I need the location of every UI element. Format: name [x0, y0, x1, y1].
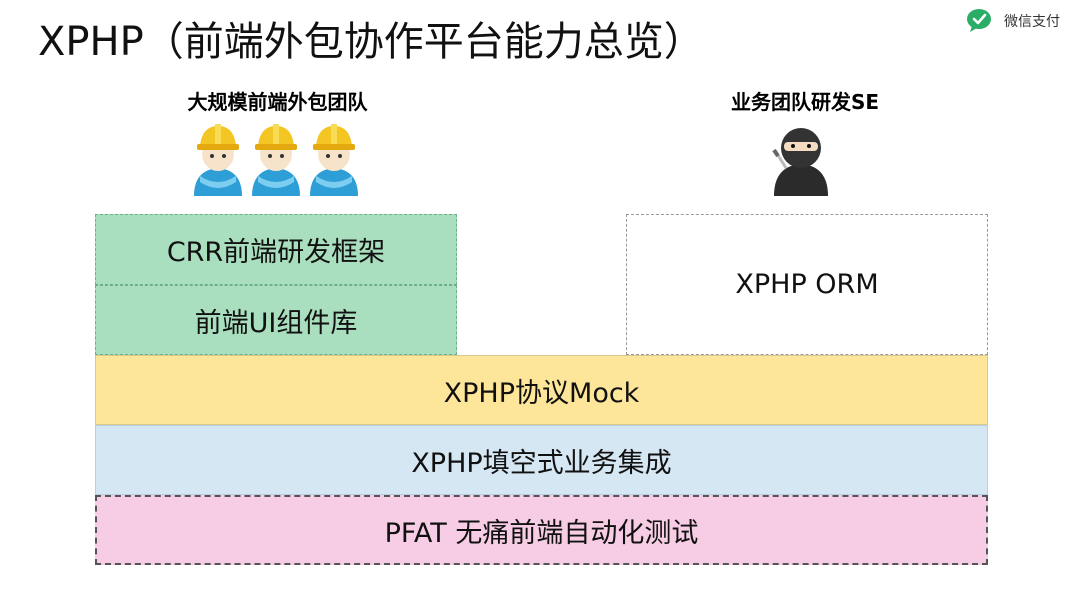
business-team-label: 业务团队研发SE	[730, 90, 880, 114]
construction-worker-icon	[252, 124, 300, 196]
construction-worker-icon	[310, 124, 358, 196]
brand: 微信支付	[966, 6, 1060, 36]
ui-component-library-layer: 前端UI组件库	[95, 285, 457, 355]
construction-worker-icon	[194, 124, 242, 196]
crr-framework-layer: CRR前端研发框架	[95, 214, 457, 285]
wechat-pay-icon	[967, 9, 991, 32]
pfat-testing-layer: PFAT 无痛前端自动化测试	[95, 495, 988, 565]
xphp-mock-layer: XPHP协议Mock	[95, 355, 988, 425]
xphp-orm-layer: XPHP ORM	[626, 214, 988, 355]
brand-label: 微信支付	[1004, 14, 1060, 30]
outsourcing-team-label: 大规模前端外包团队	[187, 90, 368, 114]
ninja-icon	[772, 128, 828, 196]
xphp-fill-integration-layer: XPHP填空式业务集成	[95, 425, 988, 495]
outsourcing-team-icons	[190, 120, 362, 198]
page-title: XPHP（前端外包协作平台能力总览）	[38, 19, 704, 65]
